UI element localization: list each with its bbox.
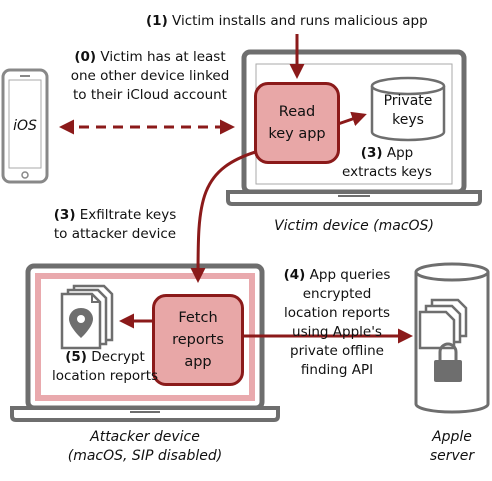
attacker-device-caption: Attacker device(macOS, SIP disabled) [67,429,223,464]
arrow-exfiltrate [190,148,263,283]
server-icon [414,262,490,414]
fetch-app-line1: Fetch [178,310,218,326]
step-3-exfiltrate-label: (3) Exfiltrate keys to attacker device [53,207,177,242]
victim-device-caption: Victim device (macOS) [274,218,434,234]
lock-icon [434,342,462,382]
ios-label: iOS [13,118,37,134]
read-app-line1: Read [278,104,316,120]
step-0-label: (0) Victim has at least one other device… [70,49,230,103]
database-icon [370,76,446,142]
fetch-app-line3: app [184,354,212,370]
arrow-extract [337,111,367,127]
phone-icon [1,68,49,184]
step-3-extract-label: (3) App extracts keys [342,145,432,180]
step-4-label: (4) App queries encrypted location repor… [283,267,391,378]
read-app-line2: key app [268,126,326,142]
fetch-reports-app: Fetch reports app [152,294,244,386]
step-1-label: (1) Victim installs and runs malicious a… [146,13,428,29]
fetch-app-line2: reports [172,332,224,348]
read-key-app: Read key app [254,82,340,164]
location-pin-icon [69,308,93,338]
step-5-label: (5) Decrypt location reports [51,349,159,384]
